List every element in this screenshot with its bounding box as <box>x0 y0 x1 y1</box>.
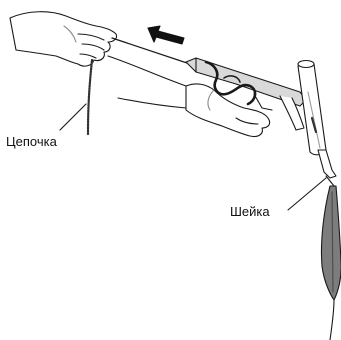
instrument-tube <box>298 61 326 155</box>
right-arm <box>108 56 186 108</box>
chain-leader-line <box>60 104 86 130</box>
neck-leader-line <box>288 178 326 210</box>
hanging-attachment <box>321 186 341 340</box>
instrument-neck <box>318 150 336 186</box>
neck-label: Шейка <box>230 204 270 219</box>
chain-hanging <box>88 60 92 134</box>
left-hand <box>10 12 117 66</box>
pull-direction-arrow-icon <box>148 26 184 44</box>
chain-label: Цепочка <box>6 134 58 149</box>
